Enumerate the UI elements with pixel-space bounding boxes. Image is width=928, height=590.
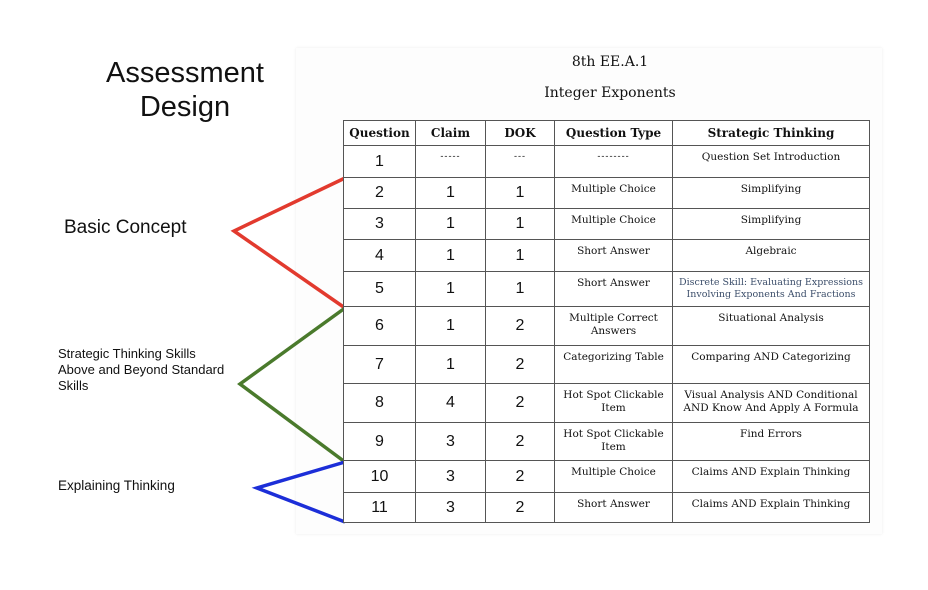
cell-question: 9	[343, 422, 416, 461]
cell-question: 2	[343, 177, 416, 209]
group-label-basic: Basic Concept	[64, 217, 187, 238]
cell-question-type: Multiple Choice	[554, 208, 673, 240]
cell-claim: 1	[415, 239, 486, 272]
cell-question: 8	[343, 383, 416, 423]
assessment-table: Question Claim DOK Question Type Strateg…	[343, 120, 870, 523]
cell-dok: 1	[485, 208, 555, 240]
cell-strategic-thinking: Situational Analysis	[672, 306, 870, 346]
col-header-dok: DOK	[485, 120, 555, 146]
cell-question: 1	[343, 145, 416, 178]
table-row: 9 3 2 Hot Spot Clickable Item Find Error…	[343, 422, 870, 461]
cell-question-type: Hot Spot Clickable Item	[554, 383, 673, 423]
table-row: 2 1 1 Multiple Choice Simplifying	[343, 177, 870, 209]
cell-question-type: Categorizing Table	[554, 345, 673, 384]
standard-code: 8th EE.A.1	[571, 54, 649, 70]
bracket-strategic	[237, 306, 347, 464]
cell-question: 5	[343, 271, 416, 307]
cell-claim: 4	[415, 383, 486, 423]
cell-claim: 1	[415, 271, 486, 307]
table-row: 3 1 1 Multiple Choice Simplifying	[343, 208, 870, 240]
cell-strategic-thinking: Simplifying	[672, 177, 870, 209]
cell-question: 6	[343, 306, 416, 346]
cell-strategic-thinking: Claims AND Explain Thinking	[672, 460, 870, 493]
cell-strategic-thinking: Discrete Skill: Evaluating Expressions I…	[672, 271, 870, 307]
table-row: 5 1 1 Short Answer Discrete Skill: Evalu…	[343, 271, 870, 307]
cell-question-type: Hot Spot Clickable Item	[554, 422, 673, 461]
cell-question: 3	[343, 208, 416, 240]
cell-strategic-thinking: Find Errors	[672, 422, 870, 461]
cell-dok: 2	[485, 306, 555, 346]
cell-question: 4	[343, 239, 416, 272]
table-row: 11 3 2 Short Answer Claims AND Explain T…	[343, 492, 870, 523]
cell-strategic-thinking: Claims AND Explain Thinking	[672, 492, 870, 523]
group-label-explaining: Explaining Thinking	[58, 478, 175, 493]
col-header-question-type: Question Type	[554, 120, 673, 146]
cell-strategic-thinking: Comparing AND Categorizing	[672, 345, 870, 384]
cell-question-type: Multiple Choice	[554, 177, 673, 209]
cell-claim: -----	[415, 145, 486, 178]
cell-question-type: Multiple Correct Answers	[554, 306, 673, 346]
bracket-explaining	[251, 460, 346, 524]
table-row: 1 ----- --- -------- Question Set Introd…	[343, 145, 870, 178]
standard-title: Integer Exponents	[544, 85, 676, 101]
cell-question: 7	[343, 345, 416, 384]
cell-dok: 2	[485, 460, 555, 493]
cell-question: 11	[343, 492, 416, 523]
cell-strategic-thinking: Simplifying	[672, 208, 870, 240]
cell-claim: 3	[415, 492, 486, 523]
cell-question-type: Short Answer	[554, 239, 673, 272]
cell-strategic-thinking: Visual Analysis AND Conditional AND Know…	[672, 383, 870, 423]
table-row: 6 1 2 Multiple Correct Answers Situation…	[343, 306, 870, 346]
col-header-claim: Claim	[415, 120, 486, 146]
table-header-row: Question Claim DOK Question Type Strateg…	[343, 120, 870, 146]
cell-question-type: Short Answer	[554, 271, 673, 307]
cell-claim: 1	[415, 208, 486, 240]
cell-dok: ---	[485, 145, 555, 178]
cell-dok: 2	[485, 345, 555, 384]
cell-claim: 3	[415, 422, 486, 461]
table-row: 8 4 2 Hot Spot Clickable Item Visual Ana…	[343, 383, 870, 423]
cell-question-type: Multiple Choice	[554, 460, 673, 493]
cell-claim: 1	[415, 345, 486, 384]
cell-question-type: --------	[554, 145, 673, 178]
col-header-strategic-thinking: Strategic Thinking	[672, 120, 870, 146]
bracket-basic	[230, 176, 346, 310]
table-row: 10 3 2 Multiple Choice Claims AND Explai…	[343, 460, 870, 493]
cell-question-type: Short Answer	[554, 492, 673, 523]
cell-question: 10	[343, 460, 416, 493]
cell-dok: 2	[485, 422, 555, 461]
cell-claim: 1	[415, 306, 486, 346]
cell-dok: 2	[485, 492, 555, 523]
group-label-strategic: Strategic Thinking Skills Above and Beyo…	[58, 346, 225, 393]
cell-dok: 1	[485, 177, 555, 209]
cell-strategic-thinking: Question Set Introduction	[672, 145, 870, 178]
table-row: 4 1 1 Short Answer Algebraic	[343, 239, 870, 272]
col-header-question: Question	[343, 120, 416, 146]
cell-dok: 2	[485, 383, 555, 423]
page-title: Assessment Design	[106, 57, 264, 123]
cell-dok: 1	[485, 271, 555, 307]
cell-claim: 3	[415, 460, 486, 493]
table-row: 7 1 2 Categorizing Table Comparing AND C…	[343, 345, 870, 384]
cell-dok: 1	[485, 239, 555, 272]
cell-claim: 1	[415, 177, 486, 209]
cell-strategic-thinking: Algebraic	[672, 239, 870, 272]
